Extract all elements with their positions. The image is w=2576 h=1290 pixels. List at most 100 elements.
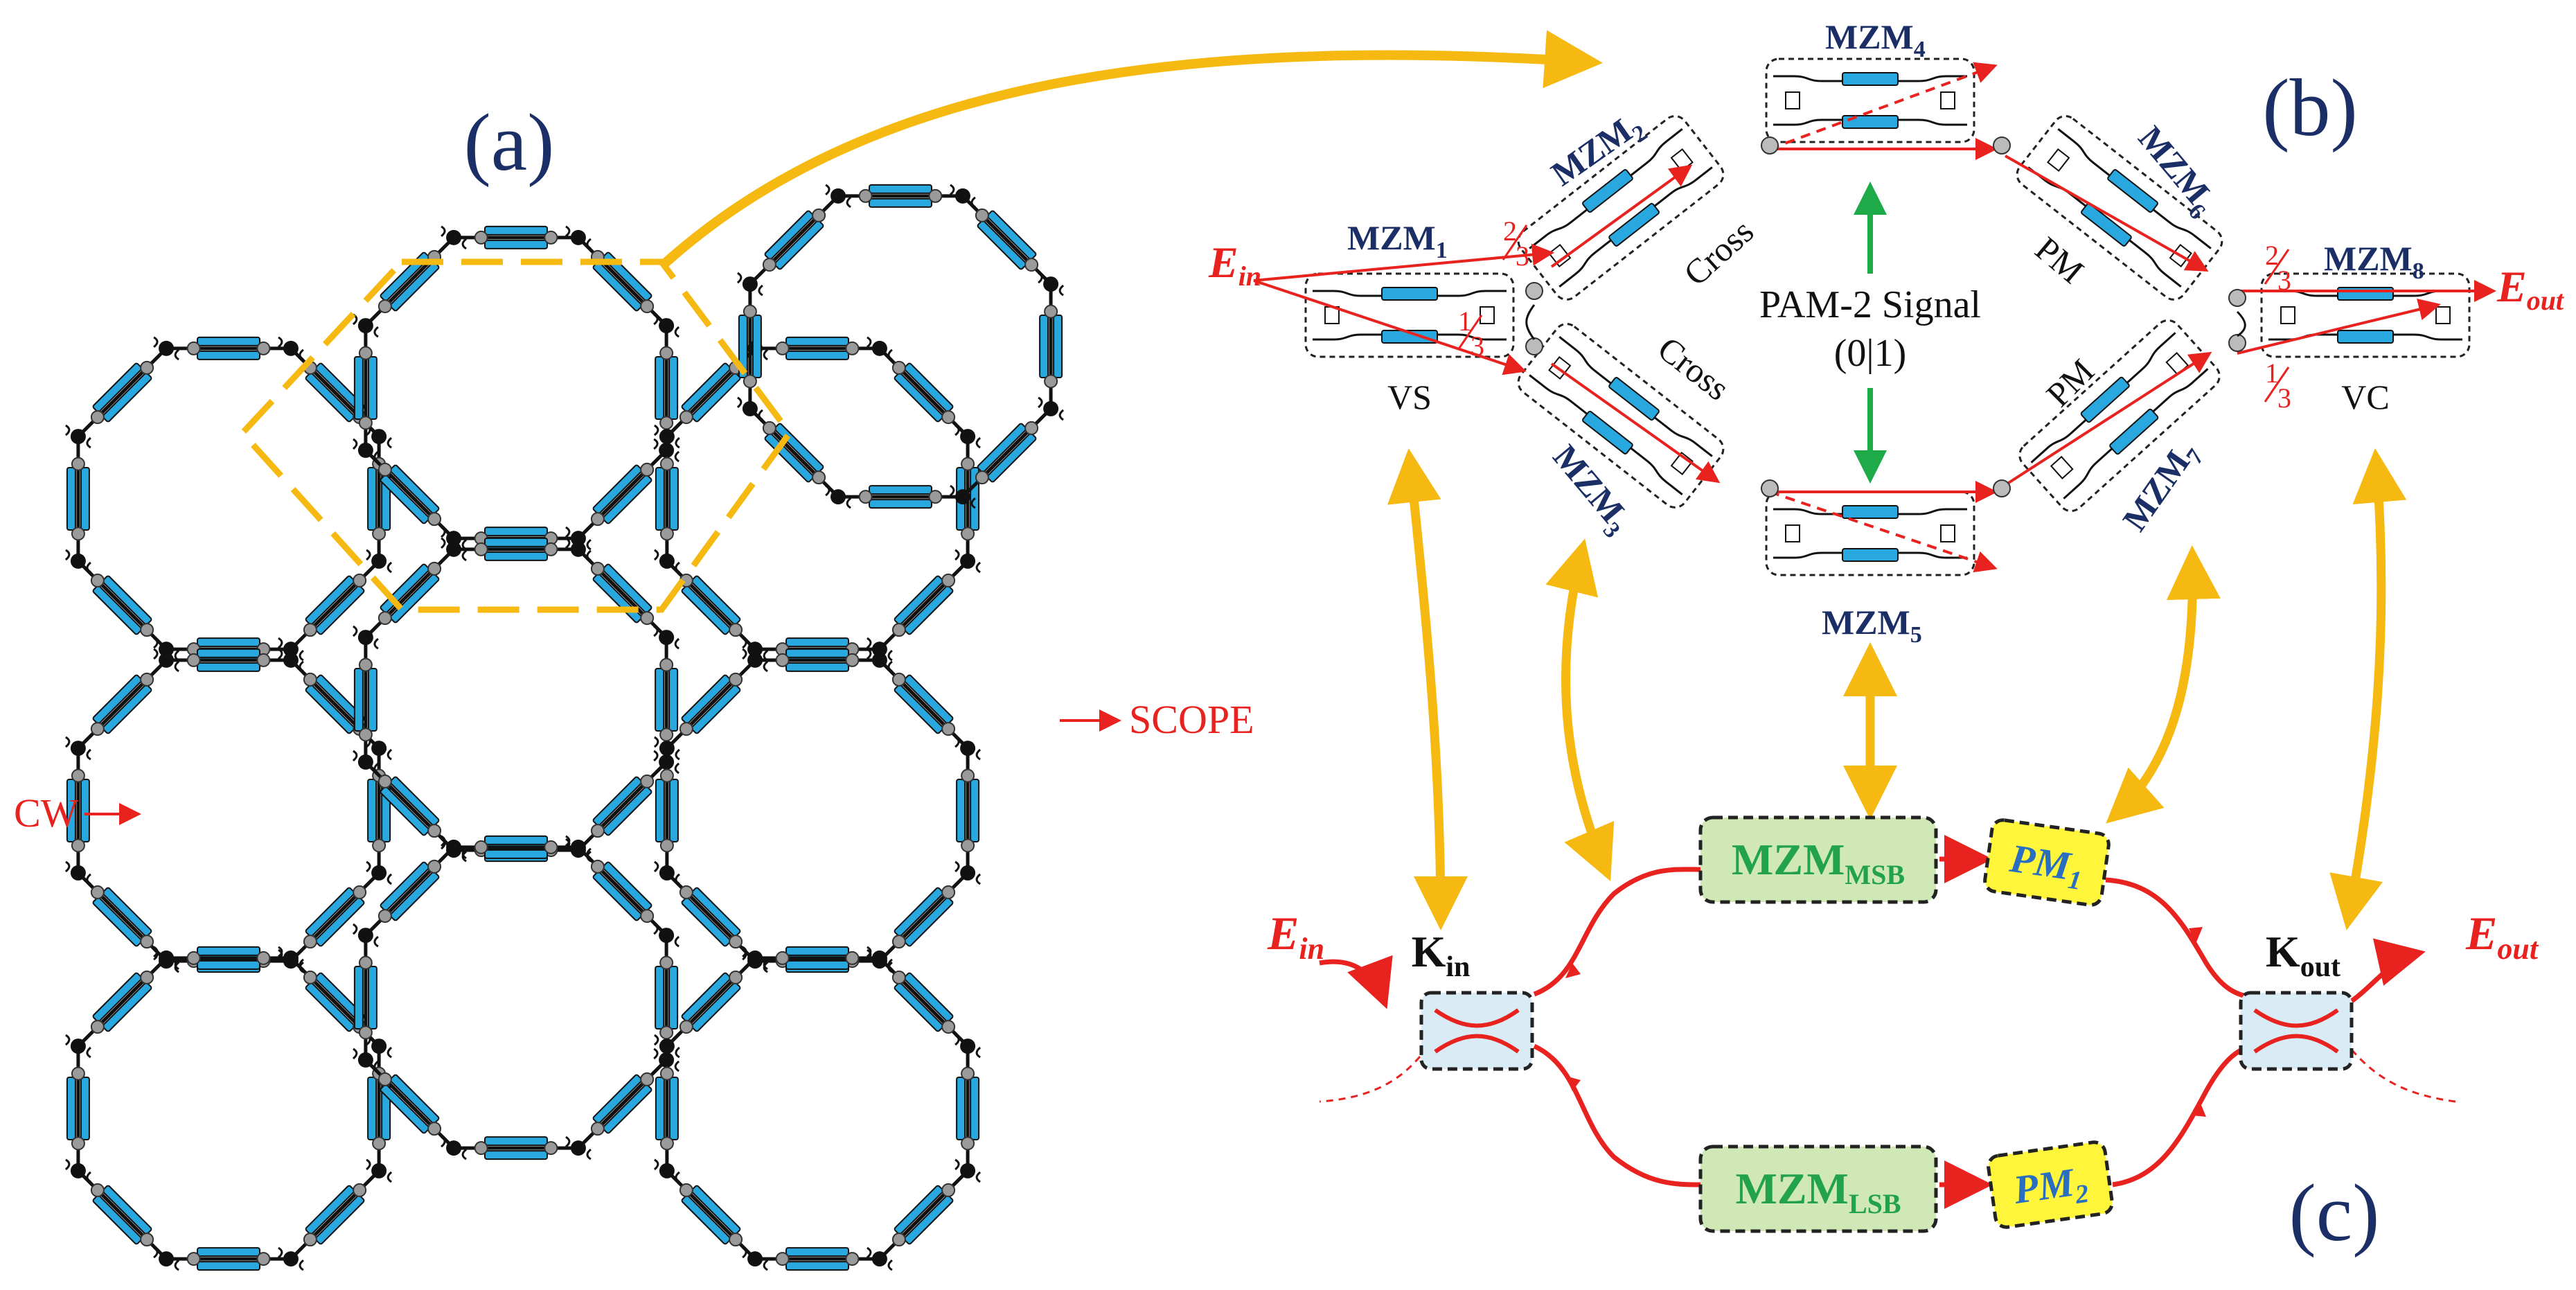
output-field-b: Eout	[2496, 262, 2565, 316]
svg-text:3: 3	[2277, 265, 2291, 296]
coupler-node	[71, 527, 85, 541]
modulator	[380, 776, 440, 836]
coupler-node	[679, 885, 693, 899]
junction-node	[357, 442, 373, 458]
pm1-main: PM	[2007, 836, 2075, 889]
modulator	[785, 1247, 849, 1271]
modulator	[380, 1074, 440, 1134]
coupler-node	[590, 859, 605, 874]
coupler-node	[544, 230, 558, 245]
coupler-node	[961, 768, 975, 783]
junction-node	[954, 489, 970, 505]
modulator	[197, 1247, 260, 1271]
coupler-node	[812, 208, 826, 222]
coupler-node	[140, 623, 154, 637]
lattice-ring	[352, 537, 680, 863]
coupler-node	[90, 410, 105, 425]
junction-node	[159, 340, 175, 356]
coupler-node	[659, 1136, 674, 1151]
modulator	[197, 336, 260, 360]
kin-coupler	[1419, 991, 1534, 1071]
coupler-node	[941, 722, 956, 736]
coupler-node	[961, 527, 975, 541]
junction-node	[871, 652, 887, 668]
coupler-node	[358, 657, 373, 672]
coupler-node	[659, 527, 674, 541]
coupler-node	[186, 951, 201, 965]
junction-node	[570, 839, 586, 855]
map-arrow-mzm67-pm	[2106, 545, 2221, 824]
coupler-node	[90, 1020, 105, 1034]
coupler-node	[679, 722, 693, 736]
junction-node	[1525, 337, 1543, 355]
svg-text:Kout: Kout	[2266, 927, 2340, 983]
junction-node	[659, 553, 675, 569]
svg-text:3: 3	[2277, 382, 2291, 414]
junction-node	[747, 1251, 763, 1267]
junction-node	[371, 865, 387, 881]
coupler-node	[544, 542, 558, 556]
coupler-node	[640, 909, 655, 924]
pam-signal-line1: PAM-2 Signal	[1759, 283, 1981, 326]
coupler-node	[729, 1232, 743, 1247]
coupler-node	[659, 768, 674, 783]
eout-c-sub: out	[2497, 932, 2539, 966]
coupler-node	[961, 457, 975, 471]
junction-node	[659, 318, 675, 334]
eout-c-main: E	[2465, 907, 2497, 960]
pm2-main: PM	[2010, 1159, 2079, 1212]
coupler-node	[90, 573, 105, 587]
mzm-5	[1765, 491, 1975, 576]
modulator	[655, 356, 679, 420]
svg-text:3: 3	[1471, 330, 1484, 362]
msb-sub: MSB	[1845, 859, 1905, 890]
coupler-node	[256, 951, 271, 965]
junction-node	[871, 1251, 887, 1267]
junction-node	[357, 754, 373, 770]
tail-right	[2350, 1049, 2456, 1103]
junction-node	[283, 652, 299, 668]
junction-node	[371, 429, 387, 445]
coupler-node	[303, 1232, 317, 1247]
coupler-node	[659, 657, 674, 672]
wg-lower-right	[2112, 1043, 2252, 1187]
junction-node	[570, 541, 586, 557]
scope-output: SCOPE	[1060, 697, 1254, 742]
coupler-node	[590, 824, 605, 838]
modulator	[66, 1077, 90, 1140]
svg-text:Kin: Kin	[1412, 927, 1471, 983]
coupler-node	[186, 653, 201, 667]
coupler-node	[729, 623, 743, 637]
lattice-ring	[653, 946, 981, 1271]
vs-label: VS	[1387, 378, 1432, 416]
coupler-node	[140, 970, 154, 984]
coupler-node	[140, 672, 154, 687]
modulator	[92, 362, 152, 423]
ratio-vc-bottom: 1 3	[2264, 357, 2291, 414]
junction-node	[1525, 282, 1543, 300]
ein-b-main: E	[1208, 238, 1238, 287]
coupler-node	[427, 512, 442, 527]
coupler-node	[729, 935, 743, 949]
modulator	[592, 1074, 652, 1134]
modulator	[353, 356, 377, 420]
coupler-node	[775, 1252, 790, 1266]
junction-node	[1761, 479, 1779, 497]
coupler-node	[858, 188, 873, 203]
coupler-node	[186, 1252, 201, 1266]
coupler-node	[427, 1122, 442, 1136]
modulator	[655, 467, 679, 531]
coupler-node	[372, 527, 387, 541]
kin-sub: in	[1446, 951, 1470, 983]
lattice-ring	[352, 225, 680, 551]
map-arrow-mzm23-msb	[1545, 538, 1615, 881]
coupler-node	[377, 909, 392, 924]
scope-label: SCOPE	[1129, 697, 1254, 742]
coupler-node	[303, 970, 317, 984]
coupler-node	[941, 1183, 956, 1197]
junction-node	[371, 1163, 387, 1178]
junction-node	[570, 1140, 586, 1156]
svg-text:1: 1	[1458, 306, 1472, 337]
junction-node	[1043, 400, 1059, 416]
